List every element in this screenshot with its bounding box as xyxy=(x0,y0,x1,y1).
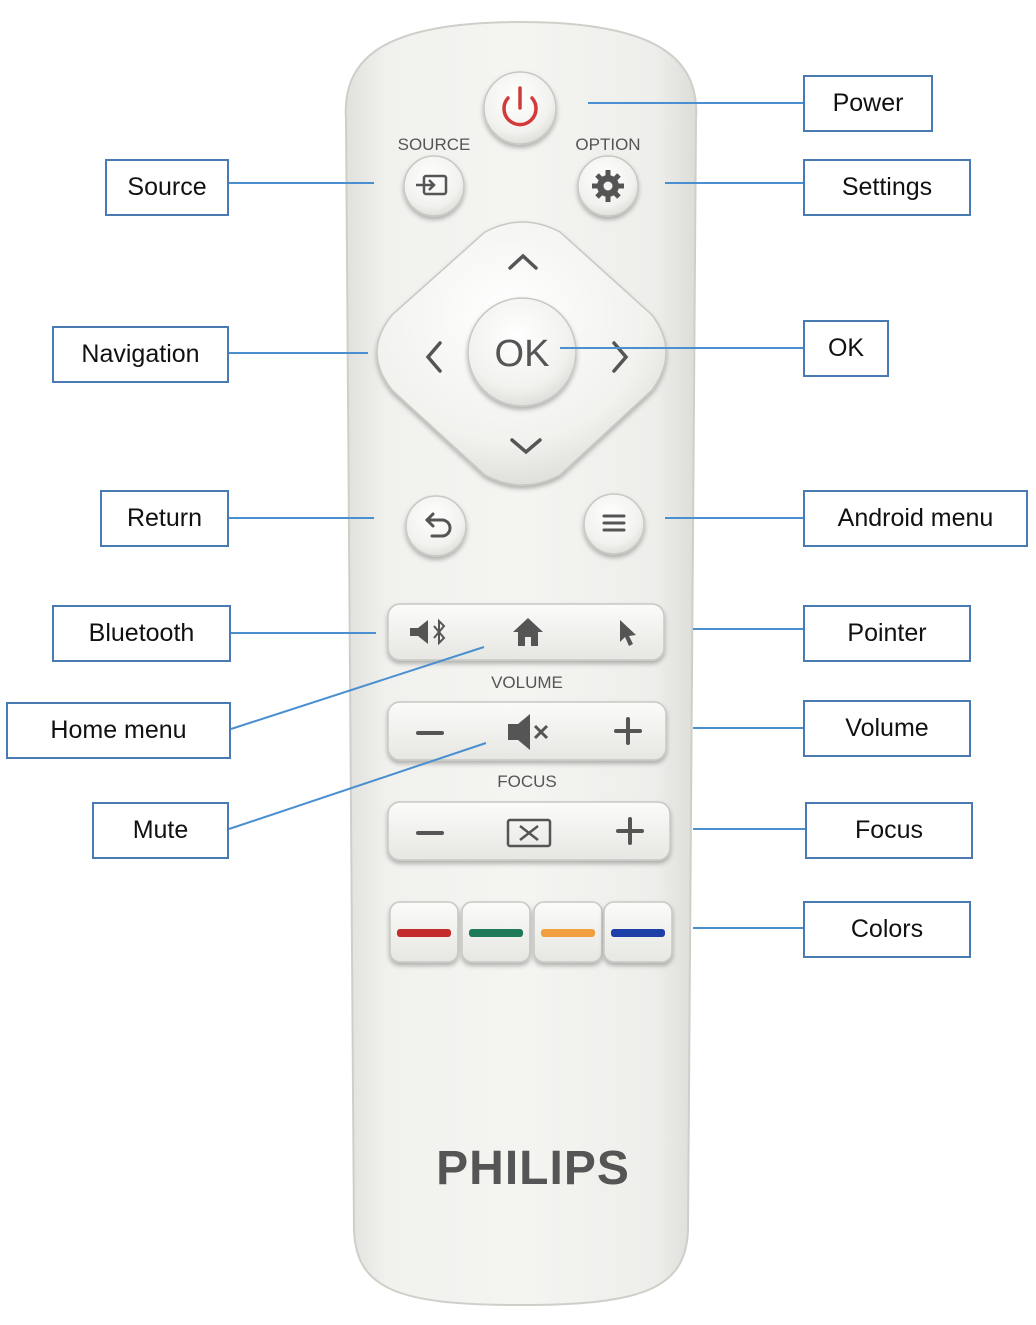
focus-minus-button[interactable] xyxy=(392,806,468,856)
callout-home-menu-text: Home menu xyxy=(50,716,186,745)
callout-volume: Volume xyxy=(803,700,971,757)
color-key-green-stripe xyxy=(469,929,523,937)
callout-pointer: Pointer xyxy=(803,605,971,662)
callout-settings-text: Settings xyxy=(842,173,932,202)
callout-navigation-text: Navigation xyxy=(81,340,199,369)
callout-volume-text: Volume xyxy=(845,714,928,743)
callout-source-text: Source xyxy=(127,173,206,202)
ok-button-label: OK xyxy=(495,333,550,375)
volume-down-button[interactable] xyxy=(392,706,468,756)
callout-power-text: Power xyxy=(833,89,904,118)
callout-android-menu: Android menu xyxy=(803,490,1028,547)
color-key-yellow-stripe xyxy=(541,929,595,937)
callout-mute: Mute xyxy=(92,802,229,859)
callout-ok: OK xyxy=(803,320,889,377)
bluetooth-button[interactable] xyxy=(392,608,476,656)
callout-colors-text: Colors xyxy=(851,915,923,944)
callout-power: Power xyxy=(803,75,933,132)
volume-printed-label: VOLUME xyxy=(491,673,563,692)
callout-focus-text: Focus xyxy=(855,816,923,845)
callout-source: Source xyxy=(105,159,229,216)
callout-colors: Colors xyxy=(803,901,971,958)
callout-android-menu-text: Android menu xyxy=(838,504,994,533)
callout-ok-text: OK xyxy=(828,334,864,363)
focus-plus-button[interactable] xyxy=(590,806,666,856)
callout-return-text: Return xyxy=(127,504,202,533)
color-key-blue-stripe xyxy=(611,929,665,937)
callout-settings: Settings xyxy=(803,159,971,216)
callout-home-menu: Home menu xyxy=(6,702,231,759)
callout-bluetooth: Bluetooth xyxy=(52,605,231,662)
callout-mute-text: Mute xyxy=(133,816,189,845)
callout-pointer-text: Pointer xyxy=(847,619,926,648)
return-button[interactable] xyxy=(406,496,466,556)
callout-navigation: Navigation xyxy=(52,326,229,383)
option-printed-label: OPTION xyxy=(575,135,640,154)
callout-focus: Focus xyxy=(805,802,973,859)
focus-reset-button[interactable] xyxy=(478,806,578,856)
source-printed-label: SOURCE xyxy=(398,135,471,154)
callout-return: Return xyxy=(100,490,229,547)
callout-bluetooth-text: Bluetooth xyxy=(89,619,195,648)
volume-up-button[interactable] xyxy=(588,706,662,756)
focus-printed-label: FOCUS xyxy=(497,772,557,791)
remote-body xyxy=(346,22,697,1305)
brand-logo: PHILIPS xyxy=(436,1142,630,1195)
color-key-red-stripe xyxy=(397,929,451,937)
